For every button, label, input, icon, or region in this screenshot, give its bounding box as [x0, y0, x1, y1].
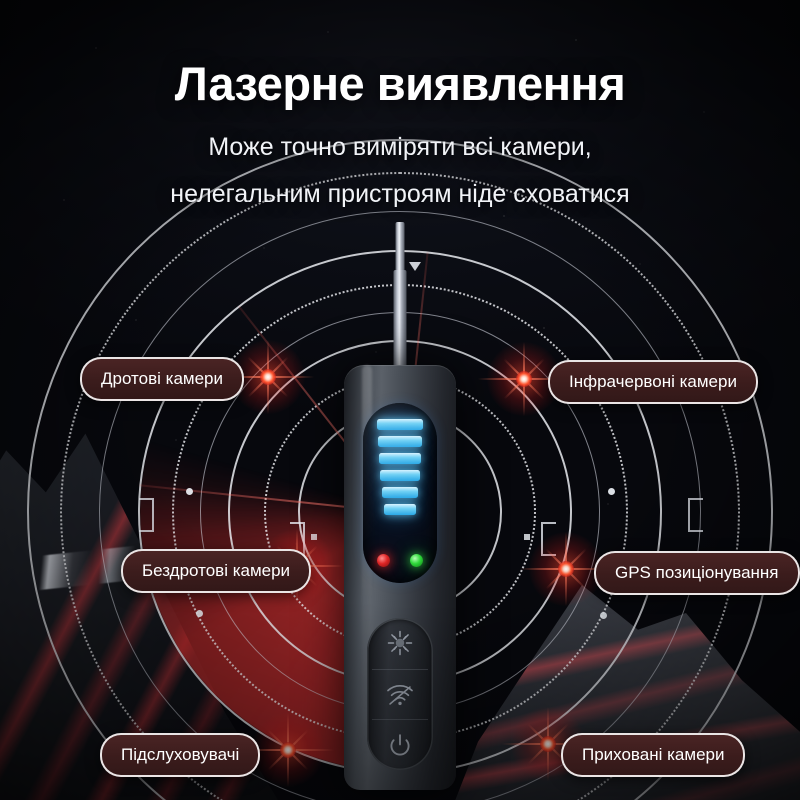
label-pill-wireless-cameras[interactable]: Бездротові камери [121, 549, 312, 593]
label-pill-gps-positioning[interactable]: GPS позиціонування [594, 551, 800, 595]
label-pill-hidden-cameras[interactable]: Приховані камери [561, 733, 746, 777]
page-title: Лазерне виявлення [174, 57, 626, 110]
label-pill-wired-cameras[interactable]: Дротові камери [80, 357, 244, 401]
label-pill-infrared-cameras[interactable]: Інфрачервоні камери [548, 360, 758, 404]
subtitle-line-2: нелегальним пристроям ніде сховатися [170, 180, 630, 208]
subtitle-line-1: Може точно виміряти всі камери, [208, 133, 592, 161]
label-pill-listening-devices[interactable]: Підслуховувачі [100, 733, 261, 777]
